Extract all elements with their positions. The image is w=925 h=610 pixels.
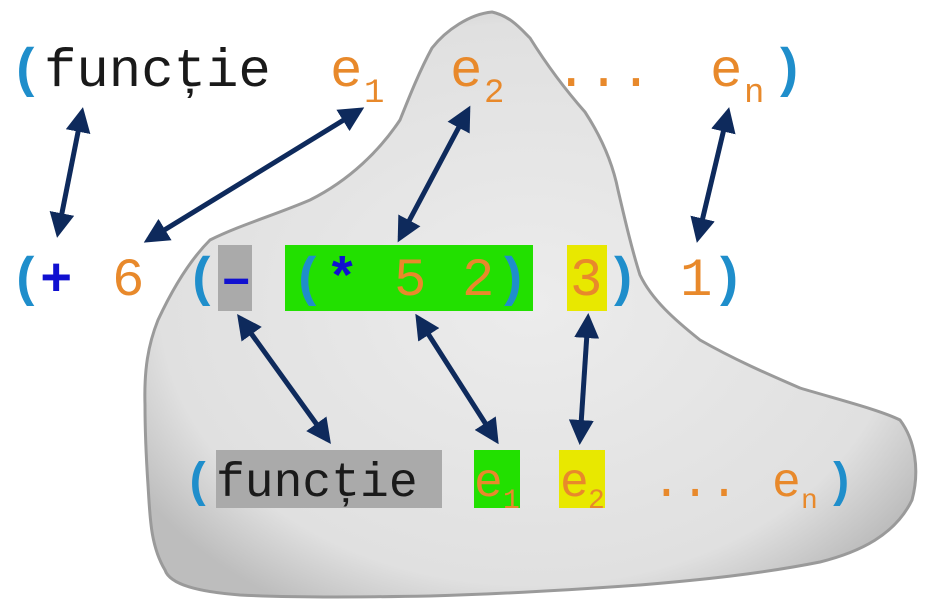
top-argn-sub: n xyxy=(744,75,764,113)
arrows xyxy=(49,105,736,445)
bottom-e1-highlight xyxy=(474,450,520,508)
mid-open-minus: ( xyxy=(186,251,218,312)
bottom-arg1-base: e xyxy=(474,457,503,511)
mid-open-times: ( xyxy=(292,251,324,312)
top-form: ( funcție e 1 e 2 ... e n ) xyxy=(10,42,804,113)
times-expr-highlight xyxy=(285,245,533,311)
bottom-open-paren: ( xyxy=(184,457,213,511)
arrow-e1-to-six xyxy=(143,107,365,243)
bottom-e2-highlight xyxy=(559,450,605,508)
bottom-argn-base: e xyxy=(772,457,801,511)
middle-expression: ( + 6 ( – ( * 5 2 ) 3 ) 1 ) xyxy=(10,251,744,312)
bottom-form: ( funcție e 1 e 2 ... e n ) xyxy=(184,457,855,517)
mid-close-times: ) xyxy=(496,251,528,312)
three-highlight xyxy=(567,245,607,311)
arrow-e2-to-minus-expr xyxy=(397,105,471,243)
bottom-ellipsis: ... xyxy=(652,457,738,511)
bottom-argn-sub: n xyxy=(801,486,818,517)
arrow-minus-to-bottom-keyword xyxy=(237,313,331,445)
top-open-paren: ( xyxy=(10,42,42,103)
bottom-keyword-highlight xyxy=(216,450,442,508)
mid-op-minus: – xyxy=(220,251,252,312)
mid-num-5: 5 xyxy=(394,251,426,312)
mid-op-plus: + xyxy=(40,251,72,312)
minus-highlight xyxy=(218,245,252,311)
bottom-arg2-sub: 2 xyxy=(588,486,605,517)
mid-op-times: * xyxy=(326,251,358,312)
mid-num-2: 2 xyxy=(462,251,494,312)
top-keyword: funcție xyxy=(44,42,271,103)
bottom-arg2-base: e xyxy=(560,457,589,511)
mid-num-6: 6 xyxy=(112,251,144,312)
bottom-close-paren: ) xyxy=(826,457,855,511)
top-arg2-sub: 2 xyxy=(484,75,504,113)
mid-open-outer: ( xyxy=(10,251,42,312)
mid-num-3: 3 xyxy=(570,251,602,312)
top-arg1-sub: 1 xyxy=(364,75,384,113)
arrow-en-to-one xyxy=(690,107,736,243)
bottom-arg1-sub: 1 xyxy=(503,486,520,517)
mid-num-1: 1 xyxy=(680,251,712,312)
arrow-three-to-bottom-e2 xyxy=(568,313,600,445)
mid-close-outer: ) xyxy=(712,251,744,312)
arrow-times-expr-to-bottom-e1 xyxy=(415,313,499,445)
arrow-keyword-to-plus xyxy=(49,107,91,238)
mid-close-minus: ) xyxy=(606,251,638,312)
top-close-paren: ) xyxy=(772,42,804,103)
bottom-keyword: funcție xyxy=(216,457,418,511)
top-arg2-base: e xyxy=(450,42,482,103)
top-arg1-base: e xyxy=(330,42,362,103)
top-argn-base: e xyxy=(710,42,742,103)
top-ellipsis: ... xyxy=(555,42,652,103)
